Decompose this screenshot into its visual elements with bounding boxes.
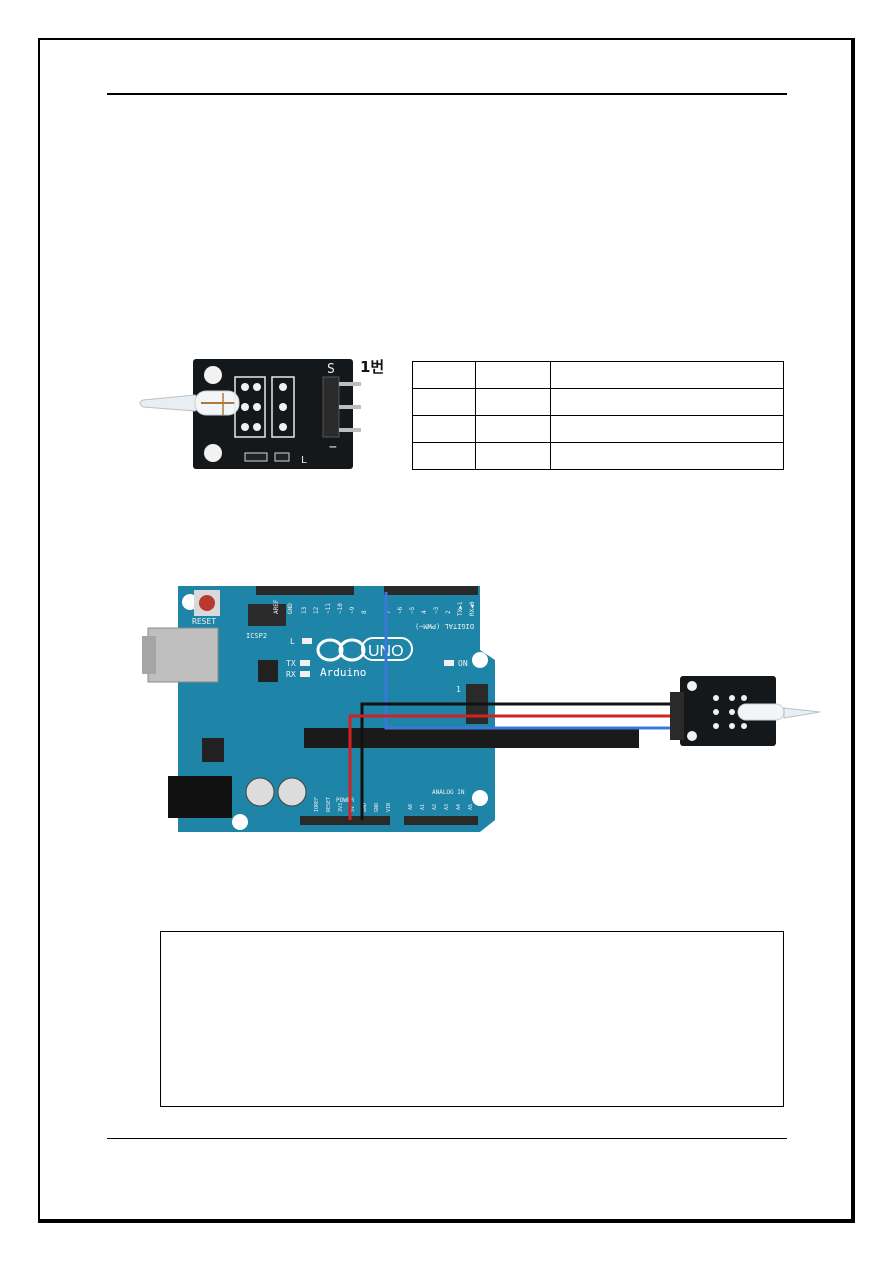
header-one-label: 1 <box>456 685 461 694</box>
module-led-mark: L <box>301 455 307 466</box>
reset-label: RESET <box>192 617 216 626</box>
gnd-label: GND <box>287 603 294 614</box>
table-row <box>412 415 784 443</box>
pin-one-label: 1번 <box>360 358 385 376</box>
pin-11-label: ~11 <box>325 603 332 614</box>
brand-label: Arduino <box>320 666 366 679</box>
table-cell <box>550 361 784 389</box>
table-cell <box>475 442 551 470</box>
pin-10-label: ~10 <box>337 603 344 614</box>
analog-pin-label: A4 <box>456 804 462 810</box>
pin-tx-label: TX▶1 <box>457 601 464 616</box>
table-cell <box>550 442 784 470</box>
analog-pin-label: A0 <box>408 804 414 810</box>
power-pin-label: VIN <box>386 803 392 812</box>
analog-label: ANALOG IN <box>432 789 465 796</box>
table-cell <box>412 442 476 470</box>
on-label: ON <box>458 659 468 668</box>
l-label: L <box>290 637 295 646</box>
power-pin-label: RESET <box>326 797 332 812</box>
pin-9-label: ~9 <box>349 606 356 614</box>
table-row <box>412 388 784 416</box>
table-cell <box>475 361 551 389</box>
table-row <box>412 442 784 470</box>
table-row <box>412 361 784 389</box>
power-pin-label: IOREF <box>314 797 320 812</box>
aref-label: AREF <box>273 599 280 614</box>
pin-2-label: 2 <box>445 610 452 614</box>
table-cell <box>412 388 476 416</box>
power-pin-label: 5V <box>350 806 356 812</box>
digital-label: DIGITAL (PWM~) <box>415 622 474 630</box>
module-ground-mark: − <box>329 440 337 455</box>
power-pin-label: 3V3 <box>338 803 344 812</box>
module-signal-mark: S <box>327 362 335 377</box>
power-pin-label: GND <box>374 803 380 812</box>
pin-rx-label: RX◀0 <box>469 601 476 616</box>
rx-label: RX <box>286 670 296 679</box>
pin-12-label: 12 <box>313 606 320 614</box>
power-label: POWER <box>336 797 354 804</box>
page-frame <box>38 38 855 1223</box>
signal-wire <box>384 592 685 730</box>
analog-pin-label: A5 <box>468 804 474 810</box>
reed-switch-module-small <box>670 676 821 746</box>
analog-pin-label: A2 <box>432 804 438 810</box>
table-cell <box>412 415 476 443</box>
power-pin-labels: IOREF RESET 3V3 5V GND GND VIN <box>314 797 392 812</box>
pin-4-label: 4 <box>421 610 428 614</box>
icsp-label: ICSP2 <box>246 632 267 640</box>
code-box <box>160 931 784 1107</box>
analog-pin-label: A1 <box>420 804 426 810</box>
wiring-diagram: RESET ICSP2 L TX RX UNO Arduino ON AREF … <box>142 586 821 832</box>
analog-pin-label: A3 <box>444 804 450 810</box>
table-cell <box>412 361 476 389</box>
pin-6-label: ~6 <box>397 606 404 614</box>
pin-table <box>412 361 784 470</box>
power-pin-label: GND <box>362 803 368 812</box>
pin-8-label: 8 <box>361 610 368 614</box>
table-cell <box>550 388 784 416</box>
vcc-wire <box>348 714 685 820</box>
analog-pin-labels: A0 A1 A2 A3 A4 A5 <box>408 804 474 810</box>
ground-wire <box>360 702 685 820</box>
pin-3-label: ~3 <box>433 606 440 614</box>
tx-label: TX <box>286 659 296 668</box>
pin-13-label: 13 <box>301 606 308 614</box>
table-cell <box>475 388 551 416</box>
header-rule <box>107 93 787 95</box>
table-cell <box>550 415 784 443</box>
pin-7-label: 7 <box>385 610 392 614</box>
table-cell <box>475 415 551 443</box>
pin-5-label: ~5 <box>409 606 416 614</box>
reed-switch-module-image: S − L <box>139 359 361 469</box>
footer-rule <box>107 1138 787 1139</box>
